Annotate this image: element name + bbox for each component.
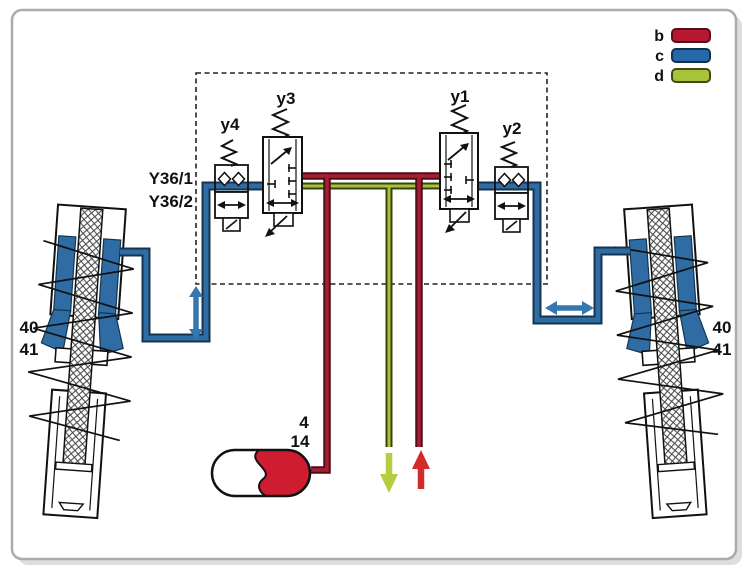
legend-label-c: c	[655, 48, 664, 65]
spring-icon	[449, 104, 470, 135]
valve-block-label-1: Y36/1	[149, 169, 193, 188]
strut-right-label-41: 41	[713, 340, 732, 359]
label-y3: y3	[277, 89, 296, 108]
supply-arrow-red	[412, 450, 430, 489]
arrow-down-icon	[189, 329, 203, 340]
accumulator-gas-chamber	[255, 450, 310, 496]
pipe-b-red	[302, 172, 440, 474]
legend-swatch-b	[671, 28, 711, 43]
arrow-left-icon	[545, 301, 557, 315]
flow-arrow-right	[545, 301, 594, 315]
pressure-accumulator	[210, 448, 312, 498]
legend-swatch-c	[671, 48, 711, 63]
return-arrow-green	[380, 453, 398, 493]
label-y4: y4	[221, 115, 240, 134]
arrow-up-icon	[189, 286, 203, 297]
check-valve-icon	[497, 172, 512, 188]
spring-icon	[270, 108, 291, 139]
label-y1: y1	[451, 87, 470, 106]
label-y2: y2	[503, 119, 522, 138]
strut-left-label-41: 41	[20, 340, 39, 359]
spring-icon	[499, 141, 519, 168]
arrow-down-icon	[380, 474, 398, 493]
strut-right-label-40: 40	[713, 318, 732, 337]
check-valve-icon	[217, 171, 232, 187]
check-valve-icon	[231, 171, 246, 187]
valve-y3	[262, 108, 303, 237]
legend-label-d: d	[654, 68, 664, 85]
valve-y1	[439, 104, 479, 233]
arrow-up-icon	[412, 450, 430, 469]
labels: Y36/1 Y36/2 y4 y3 y1 y2 40 41 40 41 4 14	[20, 87, 732, 451]
valve-y4	[214, 139, 249, 232]
accumulator-label-14: 14	[291, 432, 310, 451]
valve-block-label-2: Y36/2	[149, 192, 193, 211]
arrow-right-icon	[582, 301, 594, 315]
legend: b c d	[654, 28, 711, 85]
legend-swatch-d	[671, 68, 711, 83]
strut-left-label-40: 40	[20, 318, 39, 337]
flow-arrow-left	[189, 286, 203, 340]
accumulator-label-4: 4	[299, 413, 309, 432]
legend-label-b: b	[654, 28, 664, 45]
valve-y2	[494, 141, 529, 233]
check-valve-icon	[511, 172, 526, 188]
